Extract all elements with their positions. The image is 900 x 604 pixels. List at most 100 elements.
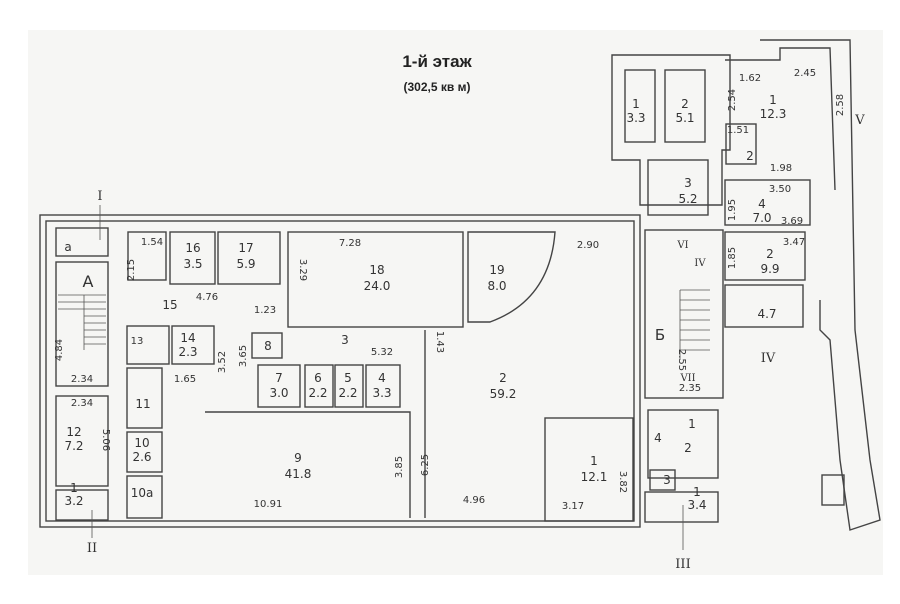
room-number: 2 [499, 371, 507, 385]
room-area: 3.3 [372, 386, 391, 400]
dimension: 7.28 [339, 238, 361, 249]
dimension: 1.43 [434, 331, 445, 353]
dimension: 2.45 [794, 68, 816, 79]
room-label: 3 [663, 473, 671, 487]
room-label: 3 [341, 333, 349, 347]
room-area: 3.5 [183, 257, 202, 271]
room-number: 7 [275, 371, 283, 385]
room-area: 7.2 [64, 439, 83, 453]
dimension: 2.58 [835, 94, 846, 116]
room-number: 17 [238, 241, 253, 255]
room-area: 24.0 [364, 279, 391, 293]
room-label: 11 [135, 397, 150, 411]
room-number: 4 [378, 371, 386, 385]
dimension: 6.25 [420, 454, 431, 476]
room-area: 5.2 [678, 192, 697, 206]
room-number: 3 [684, 176, 692, 190]
room-number: 4 [758, 197, 766, 211]
room-area: 3.2 [64, 494, 83, 508]
dimension: 1.65 [174, 374, 196, 385]
section-marks: I II III IV V VI IV VII [87, 113, 865, 572]
room-number: 18 [369, 263, 384, 277]
dimension: 4.96 [463, 495, 485, 506]
dimension: 1.23 [254, 305, 276, 316]
room-labels: а А 16 3.5 17 5.9 18 24.0 19 8.0 15 13 1… [64, 93, 786, 512]
dimension: 2.15 [126, 259, 137, 281]
room-number: 1 [632, 97, 640, 111]
room-area: 9.9 [760, 262, 779, 276]
walls [39, 39, 881, 531]
room-number: 5 [344, 371, 352, 385]
room-area: 3.3 [626, 111, 645, 125]
room-area: 2.2 [308, 386, 327, 400]
room-label: Б [655, 326, 665, 344]
room-number: 19 [489, 263, 504, 277]
room-number: 16 [185, 241, 200, 255]
room-number: 1 [693, 485, 701, 499]
room-area: 41.8 [285, 467, 312, 481]
dimension: 10.91 [254, 499, 283, 510]
dimension: 3.52 [217, 351, 228, 373]
room-area: 5.9 [236, 257, 255, 271]
room-area: 59.2 [490, 387, 517, 401]
dimension: 3.29 [297, 259, 308, 281]
room-label: 2 [746, 149, 754, 163]
room-number: 10 [134, 436, 149, 450]
section-mark: VI [676, 240, 688, 251]
section-mark: VII [679, 373, 695, 384]
scan-background [28, 30, 883, 575]
section-mark: IV [694, 258, 706, 269]
dimension: 3.50 [769, 184, 791, 195]
room-number: 1 [70, 481, 78, 495]
room-number: 9 [294, 451, 302, 465]
room-area: 5.1 [675, 111, 694, 125]
dimension: 2.54 [727, 89, 738, 111]
dimension: 2.34 [71, 398, 93, 409]
dimension: 1.95 [727, 199, 738, 221]
section-mark: V [854, 113, 865, 128]
room-area: 12.1 [581, 470, 608, 484]
dimension: 1.98 [770, 163, 792, 174]
room-area: 8.0 [487, 279, 506, 293]
dimension: 1.51 [727, 125, 749, 136]
dimension: 2.55 [676, 349, 687, 371]
room-number: 1 [769, 93, 777, 107]
dimension: 1.62 [739, 73, 761, 84]
section-mark: II [87, 541, 97, 556]
dimension: 3.17 [562, 501, 584, 512]
dimension: 3.47 [783, 237, 805, 248]
room-area: 2.6 [132, 450, 151, 464]
dimension: 4.84 [54, 339, 65, 361]
dimension: 2.34 [71, 374, 93, 385]
dimension: 5.32 [371, 347, 393, 358]
floor-area: (302,5 кв м) [403, 80, 471, 94]
room-area: 3.4 [687, 498, 706, 512]
room-label: 13 [131, 336, 144, 347]
section-mark: IV [761, 351, 776, 366]
dimension: 4.76 [196, 292, 218, 303]
dimension: 1.54 [141, 237, 163, 248]
room-number: 14 [180, 331, 195, 345]
room-label: 10а [131, 486, 154, 500]
dimension: 3.82 [617, 471, 628, 493]
dimension: 3.69 [781, 216, 803, 227]
floor-title: 1-й этаж [402, 52, 472, 71]
dimension: 2.35 [679, 383, 701, 394]
room-area: 7.0 [752, 211, 771, 225]
room-label: а [64, 240, 71, 254]
room-label: А [83, 272, 94, 291]
room-label: 15 [162, 298, 177, 312]
room-label: 2 [684, 441, 692, 455]
room-area: 4.7 [757, 307, 776, 321]
room-number: 6 [314, 371, 322, 385]
room-area: 2.2 [338, 386, 357, 400]
room-label: 1 [688, 417, 696, 431]
room-label: 8 [264, 339, 272, 353]
dimension: 3.65 [238, 345, 249, 367]
dimension: 3.85 [394, 456, 405, 478]
dimension: 5.06 [100, 429, 111, 451]
room-number: 2 [681, 97, 689, 111]
dimension: 2.90 [577, 240, 599, 251]
